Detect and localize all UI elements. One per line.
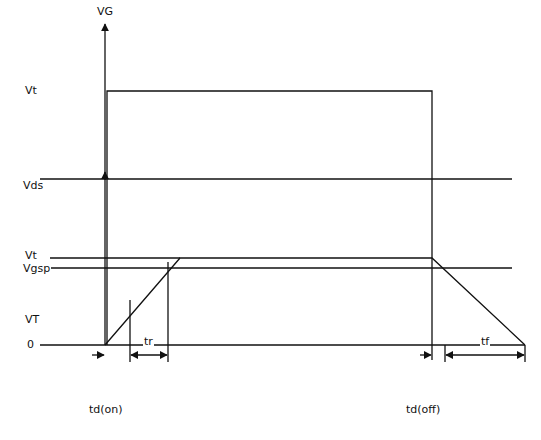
time-label: tf [480,336,490,347]
level-label: Vgsp [22,263,51,274]
time-label: td(on) [88,404,124,415]
axis-label: VG [96,6,114,17]
level-label: VT [24,314,40,325]
level-label: Vds [22,180,44,191]
level-label: Vt [24,250,38,261]
level-label: Vt [24,85,38,96]
time-label: td(off) [405,404,441,415]
level-label: 0 [26,339,35,350]
time-label: tr [143,336,154,347]
